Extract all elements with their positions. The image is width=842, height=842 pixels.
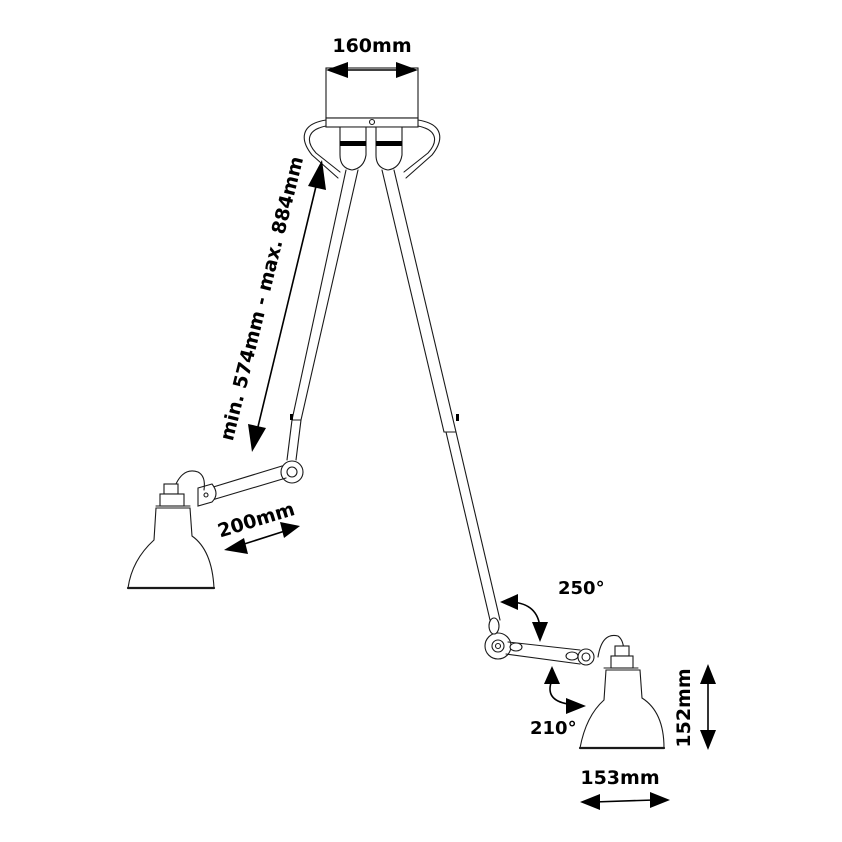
right-lower-arm <box>505 641 595 666</box>
left-elbow-joint <box>280 460 304 484</box>
lower-rotation-label: 210° <box>530 718 577 739</box>
canopy-width-label: 160mm <box>332 35 411 57</box>
left-hanger-hook <box>303 119 341 179</box>
lower-arm-length-dimension <box>224 522 300 554</box>
shade-width-dimension <box>580 792 670 810</box>
upper-rotation-indicator <box>500 594 548 642</box>
shade-height-label: 152mm <box>673 668 695 747</box>
upper-rotation-label: 250° <box>558 578 605 599</box>
canopy-width-dimension <box>326 62 418 78</box>
right-upper-arm <box>381 169 501 621</box>
right-hanger-hook <box>403 119 441 179</box>
lower-rotation-indicator <box>544 666 586 714</box>
left-socket <box>339 126 367 171</box>
right-elbow-joint <box>484 617 512 660</box>
left-lamp-shade <box>126 470 216 590</box>
left-lower-arm <box>197 465 287 507</box>
arm-length-dimension <box>248 160 326 452</box>
shade-width-label: 153mm <box>580 767 659 789</box>
arm-length-label: min. 574mm - max. 884mm <box>216 154 308 443</box>
ceiling-canopy <box>325 67 419 128</box>
left-upper-arm <box>286 169 359 461</box>
right-socket <box>375 126 403 171</box>
shade-height-dimension <box>700 664 716 750</box>
right-lamp-shade <box>578 634 666 750</box>
